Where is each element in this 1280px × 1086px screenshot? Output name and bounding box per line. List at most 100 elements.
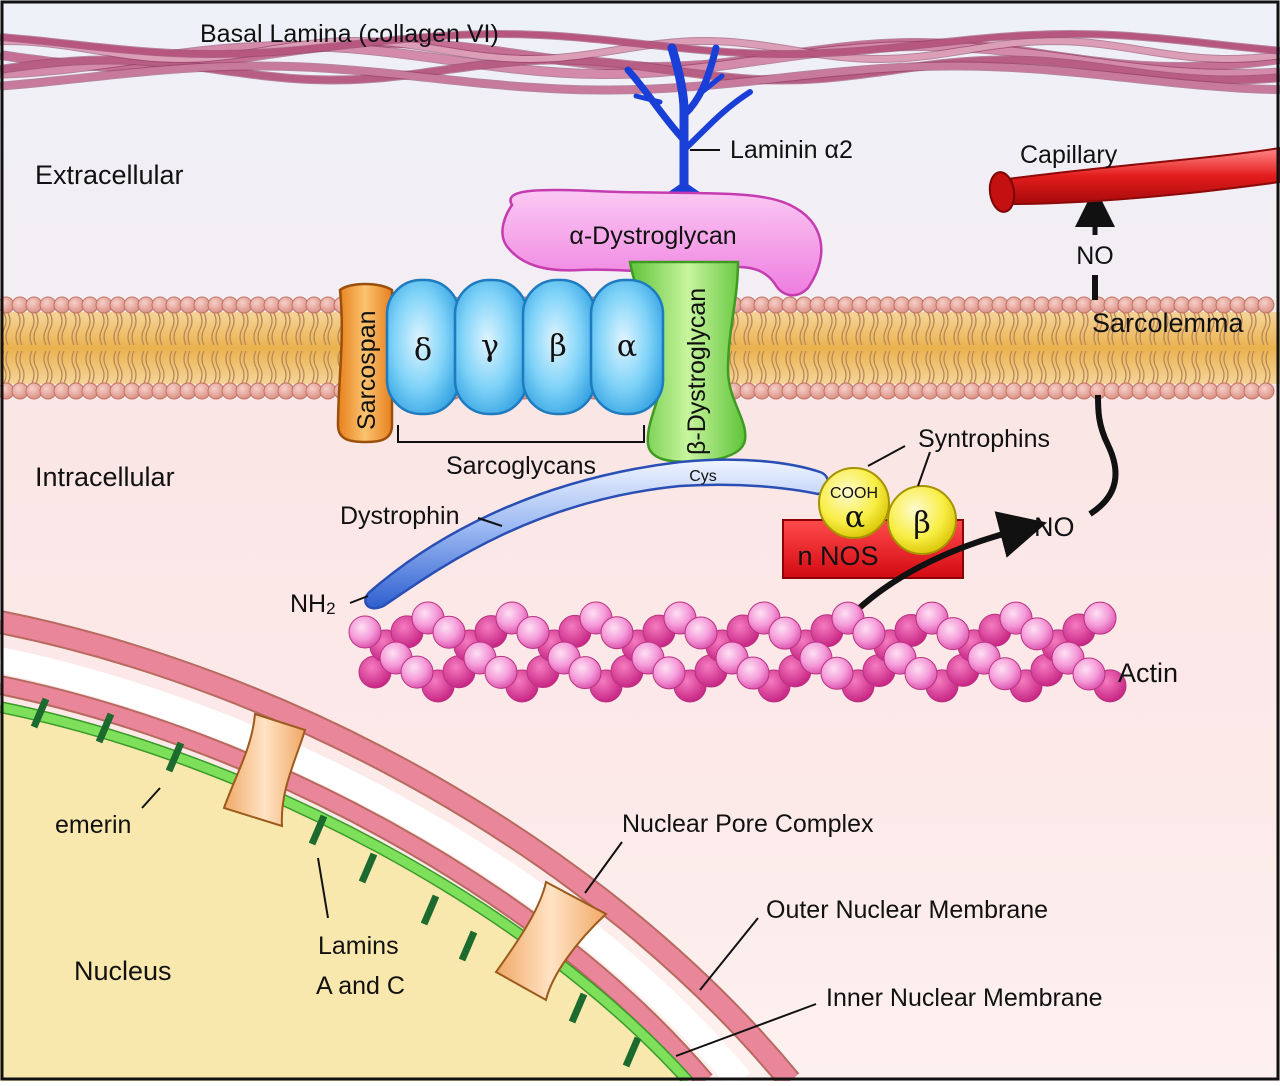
- lipid-tail: [1069, 350, 1075, 384]
- lipid-tail: [89, 350, 95, 384]
- lipid-tail: [915, 350, 921, 384]
- nuclear-pore-leader: [584, 841, 623, 894]
- lipid-tail: [239, 312, 245, 346]
- lipid-tail: [173, 312, 179, 346]
- lipid-tail: [981, 350, 987, 384]
- extracellular-label: Extracellular: [35, 160, 184, 190]
- lipid-tail: [141, 350, 147, 384]
- lipid-tail: [211, 350, 217, 384]
- sarcoglycans-label: Sarcoglycans: [446, 452, 596, 480]
- lipid-tail: [1237, 312, 1243, 346]
- lipid-tail: [1233, 350, 1239, 384]
- lipid-tail: [943, 312, 949, 346]
- lipid-tail: [953, 350, 959, 384]
- sarcoglycan-beta-label: β: [549, 329, 566, 364]
- syntrophin-beta-label: β: [913, 506, 930, 541]
- lipid-tail: [271, 350, 277, 384]
- lipid-tail: [999, 312, 1005, 346]
- lipid-tail: [841, 312, 847, 346]
- basal-lamina-label: Basal Lamina (collagen VI): [200, 20, 499, 48]
- lipid-tail: [813, 312, 819, 346]
- lipid-tail: [1177, 312, 1183, 346]
- laminin-label: Laminin α2: [730, 136, 853, 164]
- lipid-tail: [169, 312, 175, 346]
- lipid-tail: [225, 350, 231, 384]
- lipid-tail: [1055, 312, 1061, 346]
- lipid-tail: [229, 312, 235, 346]
- lipid-tail: [799, 350, 805, 384]
- lipid-tail: [817, 350, 823, 384]
- lipid-tail: [985, 312, 991, 346]
- lipid-tail: [1209, 350, 1215, 384]
- lipid-tail: [19, 350, 25, 384]
- sarcoglycans-bracket: [397, 425, 645, 443]
- lipid-tail: [267, 312, 273, 346]
- lipid-tail: [747, 350, 753, 384]
- lipid-tail: [85, 312, 91, 346]
- lipid-tail: [925, 312, 931, 346]
- lipid-tail: [99, 350, 105, 384]
- lipid-tail: [1125, 350, 1131, 384]
- nh2-leader: [349, 595, 369, 604]
- lipid-tail: [971, 312, 977, 346]
- dystrophin-label: Dystrophin: [340, 502, 460, 530]
- emerin-marker: [568, 992, 588, 1024]
- lamins-leader: [317, 857, 329, 919]
- nuclear-pore-complex-label: Nuclear Pore Complex: [622, 810, 874, 838]
- sarcoglycan-alpha: [589, 278, 665, 416]
- lipid-tail: [327, 350, 333, 384]
- lipid-tail: [5, 350, 11, 384]
- capillary-label: Capillary: [1020, 141, 1118, 169]
- lipid-tail: [89, 312, 95, 346]
- lipid-tail: [299, 312, 305, 346]
- lipid-tail: [827, 350, 833, 384]
- lipid-tail: [1139, 350, 1145, 384]
- lipid-tail: [5, 312, 11, 346]
- lipid-tail: [113, 350, 119, 384]
- lipid-tail: [173, 350, 179, 384]
- lipid-tail: [859, 312, 865, 346]
- lipid-tail: [897, 312, 903, 346]
- lipid-tail: [47, 312, 53, 346]
- lipid-tail: [309, 350, 315, 384]
- lipid-tail: [799, 312, 805, 346]
- lipid-tail: [201, 350, 207, 384]
- lipid-tail: [831, 312, 837, 346]
- lipid-tail: [323, 312, 329, 346]
- lipid-tail: [1191, 312, 1197, 346]
- lipid-tail: [1111, 350, 1117, 384]
- lipid-tail: [971, 350, 977, 384]
- lipid-tail: [229, 350, 235, 384]
- nucleus-label: Nucleus: [74, 956, 172, 986]
- lipid-tail: [1195, 350, 1201, 384]
- lipid-tail: [29, 312, 35, 346]
- syntrophins-label: Syntrophins: [918, 425, 1050, 453]
- lipid-tail: [789, 312, 795, 346]
- collagen-strand: [0, 30, 1280, 57]
- lipid-tail: [869, 312, 875, 346]
- lipid-tail: [873, 312, 879, 346]
- lipid-tail: [15, 350, 21, 384]
- lipid-tail: [103, 312, 109, 346]
- lipid-tail: [257, 350, 263, 384]
- lipid-tail: [295, 312, 301, 346]
- lipid-tail: [743, 350, 749, 384]
- lipid-tail: [1181, 350, 1187, 384]
- lipid-tail: [215, 312, 221, 346]
- lipid-tail: [1149, 350, 1155, 384]
- lipid-tail: [1009, 350, 1015, 384]
- lipid-tail: [183, 350, 189, 384]
- lipid-tail: [1093, 312, 1099, 346]
- lipid-tail: [127, 350, 133, 384]
- nuclear-pore-complex-2: [494, 880, 608, 1002]
- actin-monomer: [936, 617, 970, 651]
- lipid-tail: [29, 350, 35, 384]
- lipid-tail: [1027, 312, 1033, 346]
- lipid-tail: [299, 350, 305, 384]
- actin-monomer: [568, 656, 602, 690]
- lipid-tail: [117, 350, 123, 384]
- lipid-tail: [103, 350, 109, 384]
- lipid-tail: [957, 312, 963, 346]
- syntrophins-leader-alpha: [867, 445, 906, 467]
- syntrophin-beta: [887, 485, 957, 555]
